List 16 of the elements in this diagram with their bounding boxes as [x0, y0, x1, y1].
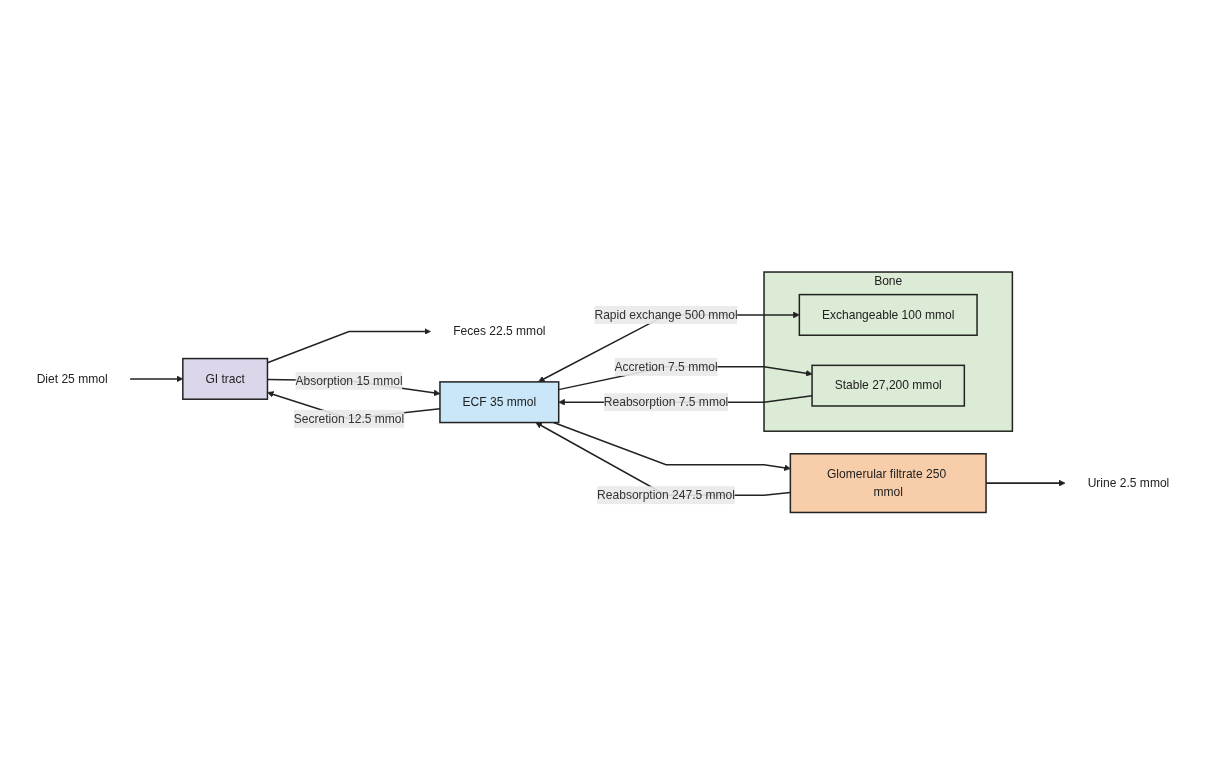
- node-box: Glomerular filtrate 250 mmol: [789, 452, 987, 513]
- node-text: Feces 22.5 mmol: [453, 324, 546, 338]
- edge-label: Accretion 7.5 mmol: [614, 359, 718, 373]
- arrow: [552, 421, 791, 471]
- node-text: Diet 25 mmol: [36, 371, 108, 385]
- edge-label: Reabsorption 7.5 mmol: [603, 395, 729, 408]
- node-box: ECF 35 mmol: [439, 380, 560, 424]
- node-box: Exchangeable 100 mmol: [798, 293, 978, 336]
- edge-label: Secretion 12.5 mmol: [293, 411, 405, 425]
- edge-label: Rapid exchange 500 mmol: [594, 307, 738, 321]
- edge-label: Absorption 15 mmol: [295, 373, 403, 387]
- node-box: Stable 27,200 mmol: [811, 364, 966, 407]
- node-text: Urine 2.5 mmol: [1087, 476, 1170, 489]
- node-box: GI tract: [182, 357, 269, 400]
- edge-label: Reabsorption 247.5 mmol: [597, 488, 736, 501]
- arrow: [538, 311, 800, 382]
